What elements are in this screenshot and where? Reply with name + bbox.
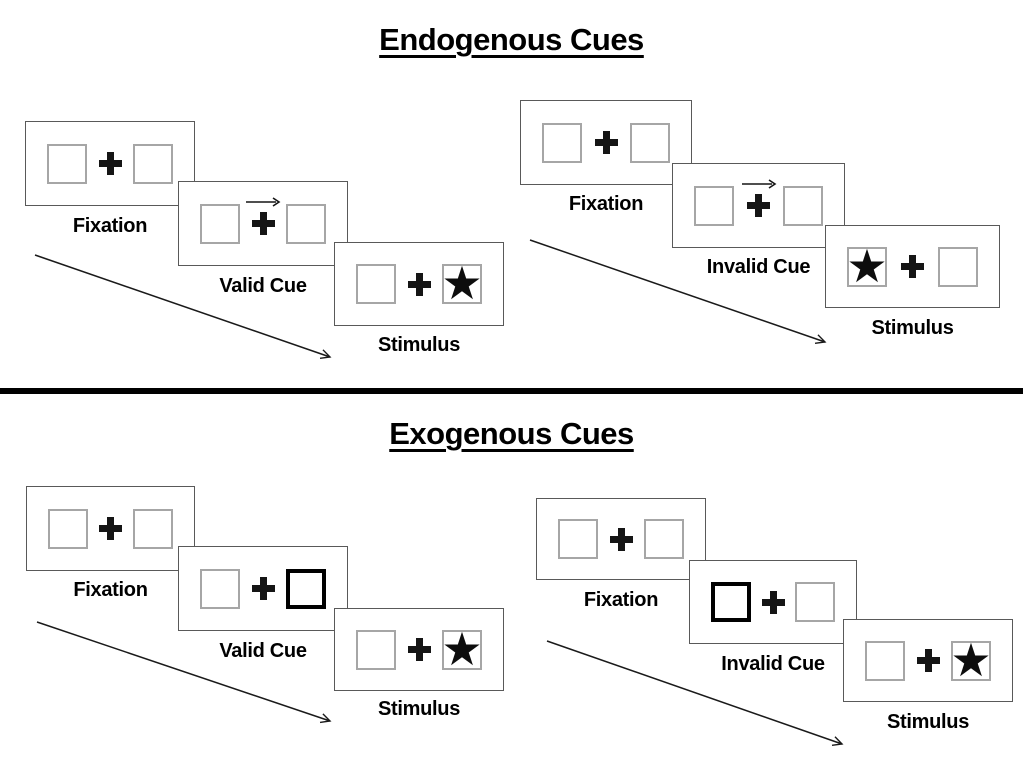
right-box	[783, 185, 823, 226]
invalid-cue-panel	[689, 560, 857, 644]
left-box	[865, 640, 905, 681]
left-box	[356, 264, 396, 304]
left-box: ★	[846, 243, 887, 289]
star-icon: ★	[441, 257, 483, 309]
section-divider	[0, 388, 1023, 394]
right-box: ★	[441, 260, 482, 306]
panel-label-stimulus: Stimulus	[377, 698, 461, 720]
fixation-cross-icon	[609, 527, 633, 551]
right-box: ★	[441, 626, 482, 672]
panel-label-invalid-cue: Invalid Cue	[721, 653, 825, 675]
panel-label-stimulus: Stimulus	[886, 711, 970, 733]
panel-label-stimulus: Stimulus	[377, 334, 461, 356]
left-box	[200, 568, 240, 609]
fixation-cross-icon	[251, 212, 275, 235]
left-box	[47, 143, 87, 184]
valid-cue-panel	[178, 546, 348, 631]
valid-cue-panel	[178, 181, 348, 266]
fixation-cross-icon	[251, 577, 275, 600]
right-box	[630, 122, 670, 163]
fixation-panel	[26, 486, 195, 571]
timeline-arrow-endogenous-valid	[34, 254, 332, 360]
left-box	[542, 122, 582, 163]
fixation-cross-icon	[747, 194, 770, 217]
right-box	[644, 519, 684, 559]
left-box	[694, 185, 734, 226]
right-box	[795, 582, 835, 622]
fixation-panel	[536, 498, 706, 580]
cue-arrow-icon	[246, 197, 281, 207]
right-box	[938, 246, 978, 287]
panel-label-fixation: Fixation	[72, 215, 148, 237]
fixation-cross-icon	[761, 590, 785, 614]
star-icon: ★	[441, 622, 483, 675]
panel-label-fixation: Fixation	[583, 589, 659, 611]
fixation-cross-icon	[407, 272, 431, 296]
stimulus-panel: ★	[825, 225, 1000, 308]
left-box	[200, 203, 240, 244]
panel-label-fixation: Fixation	[73, 579, 148, 601]
fixation-cross-icon	[916, 649, 940, 672]
left-box-highlighted	[711, 582, 751, 622]
left-box	[558, 519, 598, 559]
fixation-panel	[520, 100, 692, 185]
right-box	[286, 203, 326, 244]
panel-label-valid-cue: Valid Cue	[219, 640, 307, 662]
fixation-cross-icon	[594, 131, 618, 154]
fixation-panel	[25, 121, 195, 206]
panel-label-valid-cue: Valid Cue	[219, 275, 307, 297]
invalid-cue-panel	[672, 163, 845, 248]
panel-label-fixation: Fixation	[568, 193, 644, 215]
star-icon: ★	[950, 633, 992, 686]
left-box	[48, 508, 88, 549]
fixation-cross-icon	[98, 152, 122, 175]
fixation-cross-icon	[901, 255, 924, 278]
right-box-highlighted	[286, 568, 326, 609]
section-title-endogenous: Endogenous Cues	[379, 22, 644, 57]
panel-label-invalid-cue: Invalid Cue	[706, 256, 811, 278]
panel-label-stimulus: Stimulus	[871, 317, 954, 339]
section-title-exogenous: Exogenous Cues	[389, 416, 634, 451]
timeline-arrow-exogenous-valid	[36, 621, 332, 724]
stimulus-panel: ★	[334, 608, 504, 691]
stimulus-panel: ★	[843, 619, 1013, 702]
fixation-cross-icon	[99, 517, 122, 540]
left-box	[356, 629, 396, 670]
right-box	[133, 143, 173, 184]
right-box: ★	[950, 637, 991, 683]
right-box	[133, 508, 173, 549]
cue-arrow-icon	[741, 179, 776, 189]
fixation-cross-icon	[407, 638, 431, 661]
stimulus-panel: ★	[334, 242, 504, 326]
star-icon: ★	[846, 239, 888, 292]
